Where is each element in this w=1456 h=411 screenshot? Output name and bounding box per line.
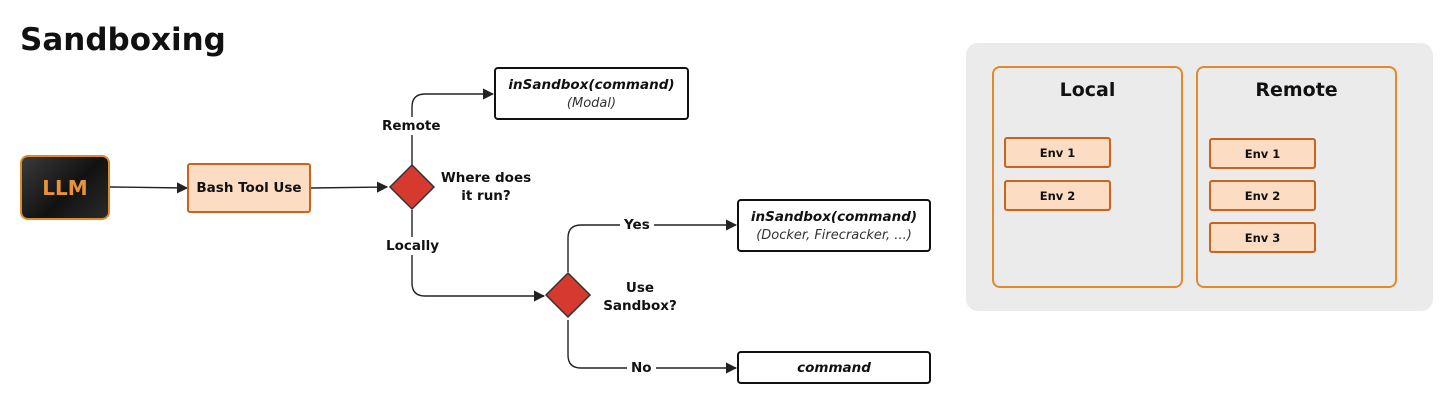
edge-label-yes: Yes xyxy=(620,216,654,235)
edge-locally xyxy=(411,210,546,302)
decision-where-diamond xyxy=(388,163,436,211)
local-column: Local xyxy=(992,66,1183,288)
llm-label: LLM xyxy=(42,175,88,200)
local-sandbox-providers: (Docker, Firecracker, ...) xyxy=(756,227,912,243)
edge-no xyxy=(567,320,738,374)
edge-remote xyxy=(411,88,495,165)
edge-label-remote: Remote xyxy=(378,117,445,136)
decision-where-label: Where does it run? xyxy=(440,170,532,205)
local-sandbox-box: inSandbox(command) (Docker, Firecracker,… xyxy=(737,199,931,252)
decision-sandbox-label: Use Sandbox? xyxy=(603,280,677,315)
plain-command-label: command xyxy=(797,359,871,376)
edge-label-no: No xyxy=(627,359,656,378)
remote-sandbox-provider: (Modal) xyxy=(566,95,617,111)
llm-node: LLM xyxy=(20,155,110,220)
edge-tool-to-decision xyxy=(310,181,389,193)
remote-sandbox-command: inSandbox(command) xyxy=(508,76,675,93)
page-title: Sandboxing xyxy=(20,22,226,58)
local-env-item: Env 1 xyxy=(1004,137,1111,168)
remote-column-title: Remote xyxy=(1255,79,1338,101)
remote-sandbox-box: inSandbox(command) (Modal) xyxy=(494,67,689,120)
remote-column: Remote xyxy=(1196,66,1397,288)
remote-env-item: Env 2 xyxy=(1209,180,1316,211)
bash-tool-node: Bash Tool Use xyxy=(187,163,311,213)
edge-label-locally: Locally xyxy=(382,237,444,256)
local-env-item: Env 2 xyxy=(1004,180,1111,211)
plain-command-box: command xyxy=(737,351,931,384)
edge-yes xyxy=(567,219,738,272)
decision-sandbox-diamond xyxy=(544,271,592,319)
remote-env-item: Env 1 xyxy=(1209,138,1316,169)
bash-tool-label: Bash Tool Use xyxy=(196,180,302,196)
local-column-title: Local xyxy=(1059,79,1116,101)
edge-llm-to-tool xyxy=(109,182,189,194)
remote-env-item: Env 3 xyxy=(1209,222,1316,253)
local-sandbox-command: inSandbox(command) xyxy=(750,208,918,225)
